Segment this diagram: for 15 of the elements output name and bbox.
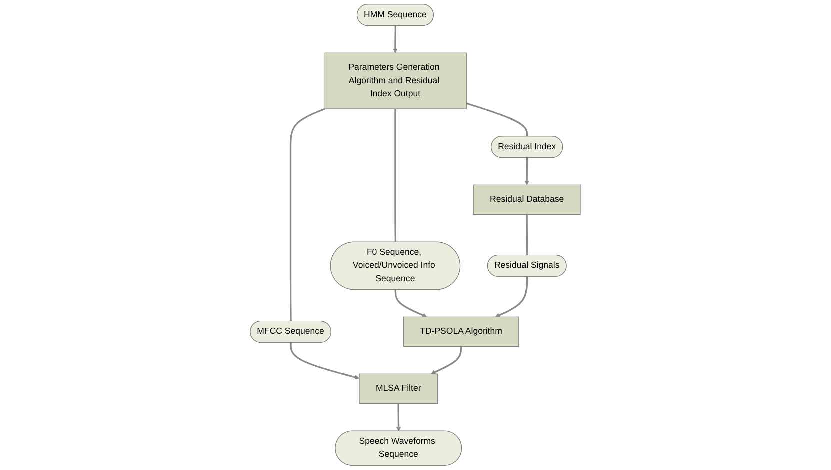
node-box: MLSA Filter (359, 374, 438, 404)
node-box: Residual Database (473, 184, 581, 215)
node-box: Parameters Generation Algorithm and Residual Index Output (324, 52, 467, 110)
arrow (430, 346, 462, 375)
connector (290, 108, 326, 322)
arrow (524, 158, 530, 186)
arrow (394, 290, 428, 318)
arrow (495, 276, 528, 318)
arrow (290, 342, 360, 380)
arrow (396, 404, 402, 432)
connector (526, 214, 528, 256)
connector (394, 109, 397, 242)
arrow (393, 26, 398, 54)
connector (466, 102, 528, 137)
node-box: TD-PSOLA Algorithm (403, 316, 520, 347)
